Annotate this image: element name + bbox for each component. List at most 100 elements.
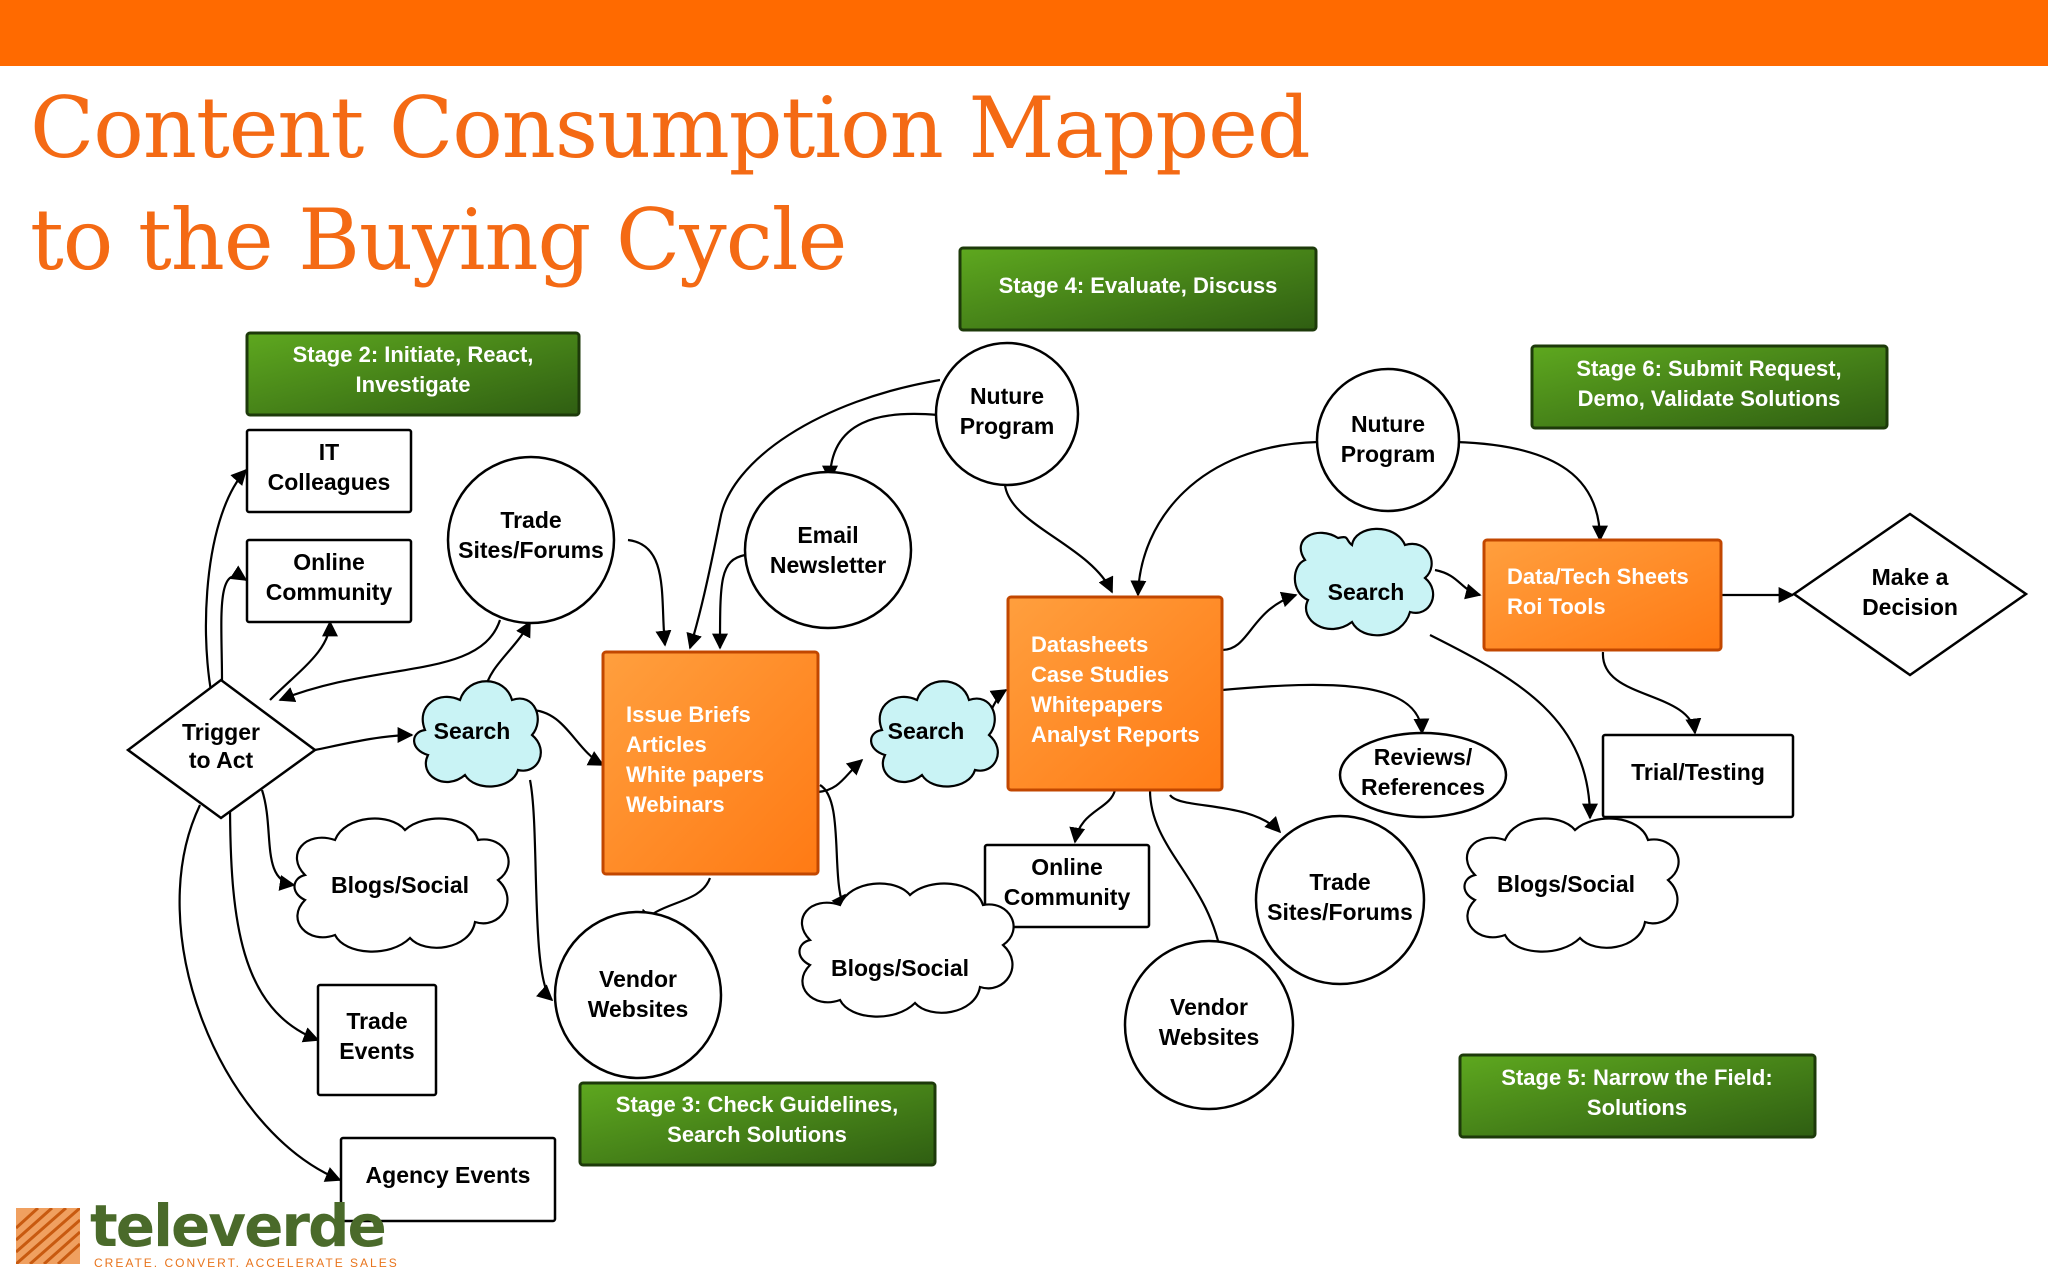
televerde-logo: televerde CREATE. CONVERT. ACCELERATE SA… xyxy=(16,1194,436,1270)
email-newsletter-line-2: Newsletter xyxy=(770,552,886,578)
connector xyxy=(178,804,342,1182)
reviews-references-ellipse: Reviews/ References xyxy=(1338,731,1508,819)
stage-5-line-1: Stage 5: Narrow the Field: xyxy=(1501,1065,1772,1090)
connector xyxy=(822,412,939,482)
nurture-1-line-2: Program xyxy=(960,413,1055,439)
connector xyxy=(1601,651,1702,735)
vendor-websites-circle-1: Vendor Websites xyxy=(553,910,723,1080)
trade-sites-circle-1: Trade Sites/Forums xyxy=(446,455,616,625)
connector xyxy=(1003,484,1114,594)
trigger-line-2: to Act xyxy=(189,747,254,773)
issue-briefs-line-2: Articles xyxy=(626,732,707,757)
connector xyxy=(1069,789,1117,844)
datasheets-line-2: Case Studies xyxy=(1031,662,1169,687)
trade-events-line-1: Trade xyxy=(346,1008,407,1034)
blogs-1-label: Blogs/Social xyxy=(331,872,469,898)
nurture-2-line-2: Program xyxy=(1341,441,1436,467)
trade-sites-1-line-1: Trade xyxy=(500,507,561,533)
issue-briefs-line-4: Webinars xyxy=(626,792,725,817)
online-community-box-2: Online Community xyxy=(983,843,1151,929)
it-colleagues-line-2: Colleagues xyxy=(268,469,391,495)
blogs-3-label: Blogs/Social xyxy=(1497,871,1635,897)
make-decision-line-2: Decision xyxy=(1862,594,1958,620)
connector xyxy=(686,378,941,650)
connector xyxy=(1434,568,1482,600)
logo-wordmark: televerde xyxy=(90,1192,387,1260)
logo-tagline: CREATE. CONVERT. ACCELERATE SALES xyxy=(94,1256,399,1270)
connector xyxy=(260,789,296,891)
online-community-1-line-2: Community xyxy=(266,579,393,605)
connectors xyxy=(178,378,1795,1182)
reviews-line-1: Reviews/ xyxy=(1374,744,1473,770)
vendor-1-line-2: Websites xyxy=(588,996,689,1022)
trade-sites-circle-2: Trade Sites/Forums xyxy=(1254,814,1426,986)
nurture-2-line-1: Nuture xyxy=(1351,411,1425,437)
vendor-2-line-2: Websites xyxy=(1159,1024,1260,1050)
connector xyxy=(1454,440,1608,542)
stage-2-line-1: Stage 2: Initiate, React, xyxy=(293,342,534,367)
search-1-label: Search xyxy=(434,718,511,744)
stage-6-line-1: Stage 6: Submit Request, xyxy=(1576,356,1841,381)
blogs-2-label: Blogs/Social xyxy=(831,955,969,981)
trade-sites-1-line-2: Sites/Forums xyxy=(458,537,604,563)
trial-testing-box: Trial/Testing xyxy=(1601,733,1795,819)
blogs-social-cloud-3: Blogs/Social xyxy=(1463,817,1680,953)
datasheets-box: Datasheets Case Studies Whitepapers Anal… xyxy=(1006,595,1224,792)
trigger-to-act-diamond: Trigger to Act xyxy=(125,678,318,820)
datasheets-line-1: Datasheets xyxy=(1031,632,1148,657)
search-cloud-3: Search xyxy=(1293,527,1435,637)
connector xyxy=(1221,683,1430,735)
connector xyxy=(228,799,320,1043)
trigger-line-1: Trigger xyxy=(182,719,260,745)
trial-testing-label: Trial/Testing xyxy=(1631,759,1765,785)
trade-events-box: Trade Events xyxy=(316,983,438,1097)
connector xyxy=(269,620,338,701)
email-newsletter-line-1: Email xyxy=(797,522,858,548)
trade-events-line-2: Events xyxy=(339,1038,414,1064)
online-community-box-1: Online Community xyxy=(245,538,413,624)
agency-events-label: Agency Events xyxy=(366,1162,531,1188)
issue-briefs-box: Issue Briefs Articles White papers Webin… xyxy=(601,650,820,876)
datasheets-line-4: Analyst Reports xyxy=(1031,722,1200,747)
blogs-social-cloud-2: Blogs/Social xyxy=(798,882,1015,1018)
stage-3-line-2: Search Solutions xyxy=(667,1122,847,1147)
stage-5-box: Stage 5: Narrow the Field: Solutions xyxy=(1458,1053,1817,1139)
vendor-websites-circle-2: Vendor Websites xyxy=(1123,939,1295,1111)
page-title: Content Consumption Mapped to the Buying… xyxy=(30,72,1311,296)
trade-sites-2-line-1: Trade xyxy=(1309,869,1370,895)
connector xyxy=(1148,789,1228,962)
online-community-2-line-2: Community xyxy=(1004,884,1131,910)
datasheets-line-3: Whitepapers xyxy=(1031,692,1163,717)
blogs-social-cloud-1: Blogs/Social xyxy=(293,817,510,953)
it-colleagues-line-1: IT xyxy=(319,439,339,465)
connector xyxy=(220,565,248,681)
data-tech-line-2: Roi Tools xyxy=(1507,594,1606,619)
search-2-label: Search xyxy=(888,718,965,744)
data-tech-sheets-box: Data/Tech Sheets Roi Tools xyxy=(1482,538,1723,652)
stage-4-box: Stage 4: Evaluate, Discuss xyxy=(958,246,1318,332)
connector xyxy=(1221,591,1298,652)
stage-5-line-2: Solutions xyxy=(1587,1095,1687,1120)
connector xyxy=(712,553,746,650)
connector xyxy=(1429,634,1598,820)
online-community-2-line-1: Online xyxy=(1031,854,1103,880)
stage-6-box: Stage 6: Submit Request, Demo, Validate … xyxy=(1530,344,1889,430)
online-community-1-line-1: Online xyxy=(293,549,365,575)
stage-2-line-2: Investigate xyxy=(356,372,471,397)
header-accent-bar xyxy=(0,0,2048,66)
title-line-2: to the Buying Cycle xyxy=(30,191,847,289)
stage-3-line-1: Stage 3: Check Guidelines, xyxy=(616,1092,898,1117)
make-decision-line-1: Make a xyxy=(1872,564,1949,590)
nurture-program-circle-2: Nuture Program xyxy=(1315,367,1461,513)
title-line-1: Content Consumption Mapped xyxy=(30,79,1311,177)
connector xyxy=(314,727,414,752)
reviews-line-2: References xyxy=(1361,774,1485,800)
issue-briefs-line-3: White papers xyxy=(626,762,764,787)
it-colleagues-box: IT Colleagues xyxy=(245,428,413,514)
nurture-program-circle-1: Nuture Program xyxy=(934,341,1080,487)
stage-2-box: Stage 2: Initiate, React, Investigate xyxy=(245,331,581,417)
vendor-1-line-1: Vendor xyxy=(599,966,677,992)
search-cloud-2: Search xyxy=(870,680,999,788)
agency-events-box: Agency Events xyxy=(339,1136,557,1223)
